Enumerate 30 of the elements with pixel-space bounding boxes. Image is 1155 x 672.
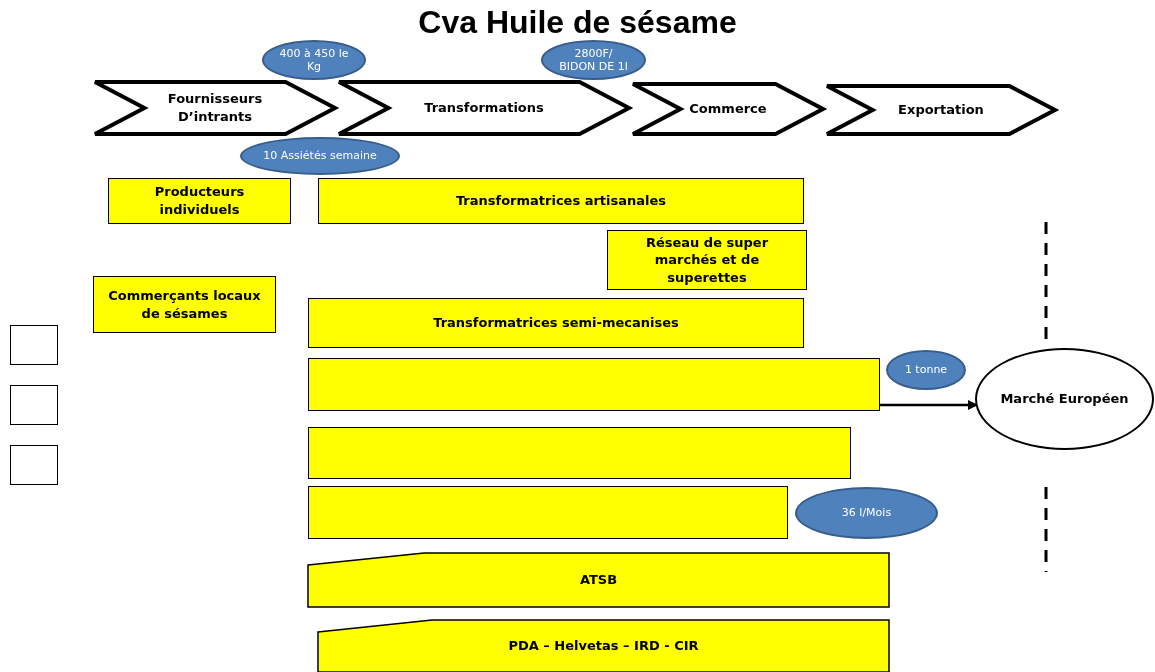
stage-label: Transformations [424, 99, 544, 117]
actor-box [308, 358, 880, 411]
node-label: Producteurs individuels [153, 183, 246, 219]
diagram-title: Cva Huile de sésame [417, 4, 738, 41]
stage-label: Commerce [689, 100, 767, 118]
actor-box [308, 486, 788, 539]
stage-label: Exportation [898, 101, 984, 119]
stage-label: Fournisseurs D’intrants [166, 90, 264, 126]
node-label: Transformatrices semi-mecanises [433, 314, 679, 332]
actor-box [93, 276, 276, 333]
node-label: Marché Européen [1000, 390, 1129, 408]
value-label: 1 tonne [904, 363, 948, 377]
value-label: 400 à 450 le Kg [278, 46, 350, 74]
actor-box [308, 427, 851, 479]
actor-box [108, 178, 291, 224]
node-label: Réseau de super marchés et de superettes [644, 233, 770, 287]
value-label: 2800F/ BIDON DE 1l [558, 46, 629, 74]
actor-box [318, 178, 804, 224]
value-label: 36 l/Mois [841, 506, 892, 520]
empty-box [10, 325, 58, 365]
empty-box [10, 445, 58, 485]
node-label: PDA – Helvetas – IRD - CIR [508, 637, 699, 655]
value-label: 10 Assiétés semaine [263, 149, 377, 163]
actor-box [308, 298, 804, 348]
arrow [880, 400, 978, 410]
node-label: Transformatrices artisanales [455, 192, 667, 210]
actor-box [607, 230, 807, 290]
node-label: Commerçants locaux de sésames [107, 286, 262, 323]
node-label: ATSB [579, 571, 618, 589]
empty-box [10, 385, 58, 425]
